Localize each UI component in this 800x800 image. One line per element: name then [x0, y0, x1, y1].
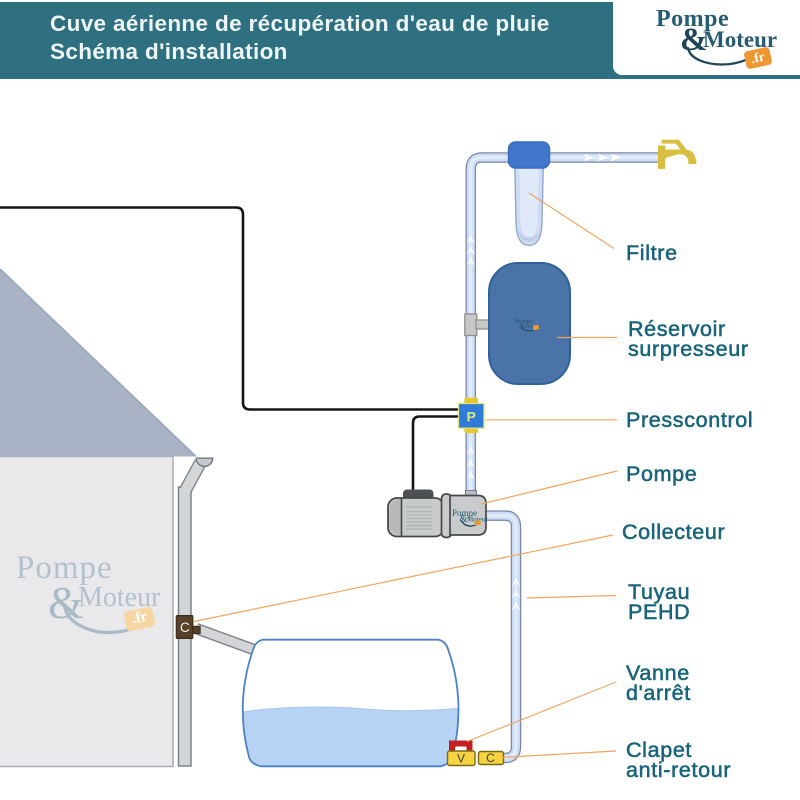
- svg-text:&: &: [460, 514, 468, 525]
- svg-text:C: C: [486, 751, 495, 765]
- svg-text:Moteur: Moteur: [467, 515, 488, 523]
- svg-text:V: V: [457, 752, 465, 766]
- svg-text:Pompe: Pompe: [515, 318, 533, 325]
- svg-text:Pompe: Pompe: [452, 508, 477, 518]
- svg-text:&: &: [519, 321, 525, 330]
- svg-text:C: C: [180, 620, 190, 635]
- svg-text:Moteur: Moteur: [525, 324, 541, 330]
- svg-text:P: P: [467, 409, 476, 425]
